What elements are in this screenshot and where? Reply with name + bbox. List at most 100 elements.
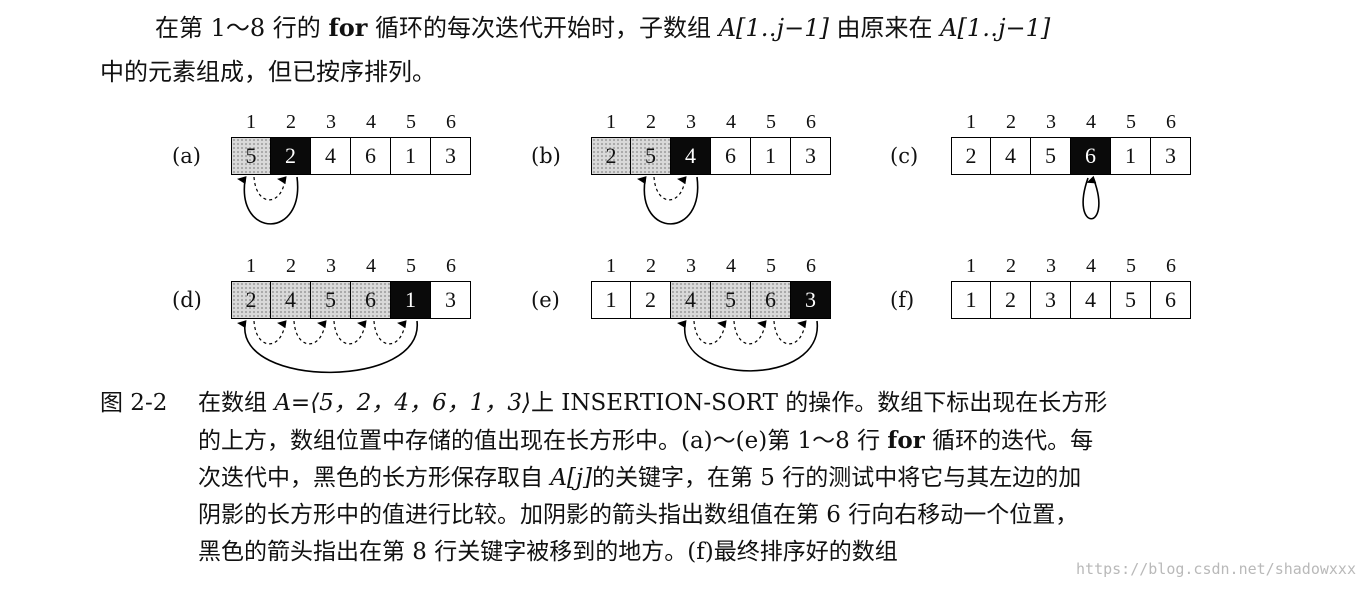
array-cell-shade: 5 xyxy=(711,281,751,319)
array-cell-plain: 6 xyxy=(1151,281,1191,319)
array-index: 5 xyxy=(766,255,776,277)
caption-text: 的关键字，在第 5 行的测试中将它与其左边的加 xyxy=(592,465,1082,491)
caption-line-2: 的上方，数组位置中存储的值出现在长方形中。(a)～(e)第 1～8 行 for … xyxy=(100,422,1280,460)
array-cell-plain: 3 xyxy=(431,137,471,175)
for-keyword: for xyxy=(887,427,925,454)
array-index: 3 xyxy=(1046,255,1056,277)
array-index: 3 xyxy=(686,255,696,277)
caption-line-4: 阴影的长方形中的值进行比较。加阴影的箭头指出数组值在第 6 行向右移动一个位置， xyxy=(198,502,1079,528)
figure-caption: 图 2-2 在数组 A=⟨5，2，4，6，1，3⟩上 INSERTION-SORT… xyxy=(100,385,1280,571)
intro-text: 循环的每次迭代开始时，子数组 xyxy=(367,14,719,42)
array-index: 6 xyxy=(1166,111,1176,133)
array-index: 5 xyxy=(406,255,416,277)
shift-arrow xyxy=(693,320,727,345)
caption-text: 在数组 xyxy=(198,390,275,416)
array-cell-plain: 3 xyxy=(1031,281,1071,319)
intro-text: 在第 1～8 行的 xyxy=(155,14,329,42)
array-index: 4 xyxy=(726,111,736,133)
caption-text: 循环的迭代。每 xyxy=(924,428,1094,454)
key-move-arrow xyxy=(637,176,699,225)
array-notation: A=⟨5，2，4，6，1，3⟩ xyxy=(274,390,531,416)
array-cell-plain: 4 xyxy=(1071,281,1111,319)
panel-label: (c) xyxy=(890,144,919,168)
array-cell-shade: 5 xyxy=(311,281,351,319)
array-index: 1 xyxy=(606,111,616,133)
array-index: 6 xyxy=(446,111,456,133)
array-cell-plain: 1 xyxy=(1111,137,1151,175)
caption-line-1: 图 2-2 在数组 A=⟨5，2，4，6，1，3⟩上 INSERTION-SORT… xyxy=(100,385,1280,422)
array-cell-plain: 5 xyxy=(1031,137,1071,175)
array-index: 4 xyxy=(1086,111,1096,133)
array-cell-black: 6 xyxy=(1071,137,1111,175)
array-index: 1 xyxy=(246,111,256,133)
shift-arrow xyxy=(773,320,807,345)
panel-label: (b) xyxy=(531,144,561,168)
array-index: 3 xyxy=(1046,111,1056,133)
intro-line-1: 在第 1～8 行的 for 循环的每次迭代开始时，子数组 A[1‥j−1] 由原… xyxy=(100,6,1270,50)
caption-text: 上 INSERTION-SORT 的操作。数组下标出现在长方形 xyxy=(530,390,1108,416)
array-index: 1 xyxy=(966,111,976,133)
array-index: 4 xyxy=(726,255,736,277)
array-index: 5 xyxy=(766,111,776,133)
panel-label: (a) xyxy=(172,144,201,168)
array-cell-black: 2 xyxy=(271,137,311,175)
array-cell-shade: 2 xyxy=(231,281,271,319)
array-index: 5 xyxy=(1126,111,1136,133)
array-index: 5 xyxy=(1126,255,1136,277)
array-index: 4 xyxy=(366,255,376,277)
key-move-arrow xyxy=(1082,175,1100,220)
intro-line-2: 中的元素组成，但已按序排列。 xyxy=(100,58,436,86)
array-index: 4 xyxy=(1086,255,1096,277)
array-cell-black: 3 xyxy=(791,281,831,319)
array-cell-plain: 2 xyxy=(951,137,991,175)
shift-arrow xyxy=(293,320,327,345)
array-cell-plain: 3 xyxy=(431,281,471,319)
shift-arrow xyxy=(253,176,287,201)
array-index: 1 xyxy=(606,255,616,277)
array-index: 3 xyxy=(326,255,336,277)
key-notation: A[j] xyxy=(550,465,592,491)
array-cell-plain: 3 xyxy=(1151,137,1191,175)
array-index: 6 xyxy=(1166,255,1176,277)
array-cell-plain: 1 xyxy=(591,281,631,319)
array-index: 6 xyxy=(446,255,456,277)
array-cell-shade: 2 xyxy=(591,137,631,175)
array-index: 6 xyxy=(806,255,816,277)
shift-arrow xyxy=(333,320,367,345)
array-cell-plain: 4 xyxy=(991,137,1031,175)
array-cell-plain: 6 xyxy=(351,137,391,175)
array-index: 3 xyxy=(326,111,336,133)
array-index: 4 xyxy=(366,111,376,133)
array-index: 2 xyxy=(646,255,656,277)
array-cell-plain: 1 xyxy=(751,137,791,175)
key-move-arrow xyxy=(237,320,418,374)
array-index: 2 xyxy=(286,111,296,133)
panel-label: (d) xyxy=(172,288,202,312)
array-index: 6 xyxy=(806,111,816,133)
array-index: 2 xyxy=(646,111,656,133)
array-index: 3 xyxy=(686,111,696,133)
array-index: 1 xyxy=(966,255,976,277)
key-move-arrow xyxy=(237,176,299,225)
array-cell-black: 1 xyxy=(391,281,431,319)
shift-arrow xyxy=(253,320,287,345)
array-cell-plain: 1 xyxy=(951,281,991,319)
caption-text: 的上方，数组位置中存储的值出现在长方形中。(a)～(e)第 1～8 行 xyxy=(198,428,888,454)
array-cell-plain: 5 xyxy=(1111,281,1151,319)
intro-text: 由原来在 xyxy=(828,14,941,42)
array-cell-plain: 1 xyxy=(391,137,431,175)
caption-line-3: 次迭代中，黑色的长方形保存取自 A[j]的关键字，在第 5 行的测试中将它与其左… xyxy=(100,460,1280,497)
array-cell-shade: 5 xyxy=(631,137,671,175)
array-cell-plain: 2 xyxy=(631,281,671,319)
array-index: 2 xyxy=(1006,255,1016,277)
watermark: https://blog.csdn.net/shadowxxx xyxy=(1076,560,1356,578)
caption-line-5: 黑色的箭头指出在第 8 行关键字被移到的地方。(f)最终排序好的数组 xyxy=(198,539,898,565)
array-index: 2 xyxy=(286,255,296,277)
array-cell-plain: 2 xyxy=(991,281,1031,319)
array-cell-shade: 4 xyxy=(671,281,711,319)
key-move-arrow xyxy=(677,320,818,372)
array-cell-plain: 4 xyxy=(311,137,351,175)
caption-number: 图 2-2 xyxy=(100,390,168,416)
array-index: 5 xyxy=(406,111,416,133)
caption-text: 次迭代中，黑色的长方形保存取自 xyxy=(198,465,551,491)
